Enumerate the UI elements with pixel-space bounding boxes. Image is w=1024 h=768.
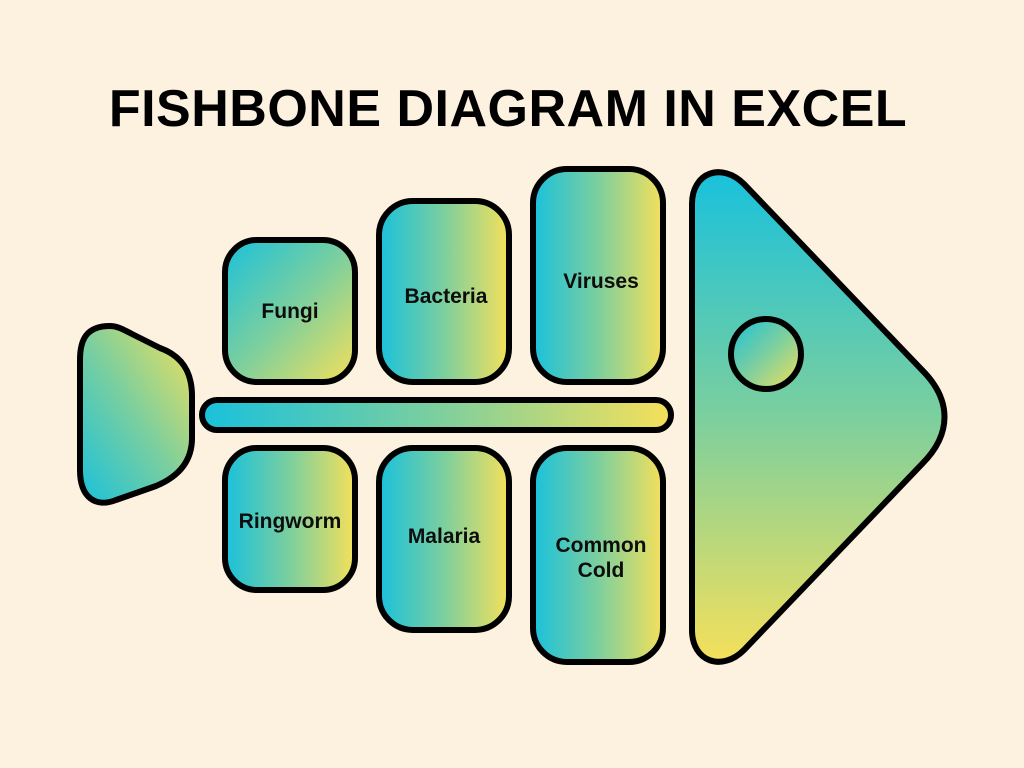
fish-head (689, 169, 948, 665)
fish-tail (77, 323, 195, 506)
cause-label: Ringworm (239, 510, 342, 533)
cause-label: Viruses (563, 270, 639, 293)
diagram-title: FISHBONE DIAGRAM IN EXCEL (108, 80, 908, 138)
cause-label: Bacteria (405, 285, 488, 308)
cause-label-line2: Cold (578, 559, 625, 582)
cause-box-bacteria: Bacteria (376, 198, 512, 385)
cause-label: Malaria (408, 525, 481, 548)
cause-box-viruses: Viruses (530, 166, 666, 385)
cause-box-fungi: Fungi (222, 237, 358, 385)
cause-box-malaria: Malaria (376, 445, 512, 633)
cause-label: Fungi (261, 300, 318, 323)
cause-box-ringworm: Ringworm (222, 445, 358, 593)
cause-box-common-cold: Common Cold (530, 445, 666, 665)
fish-spine (199, 397, 674, 433)
fish-eye (728, 316, 804, 392)
cause-label: Common (556, 534, 647, 557)
